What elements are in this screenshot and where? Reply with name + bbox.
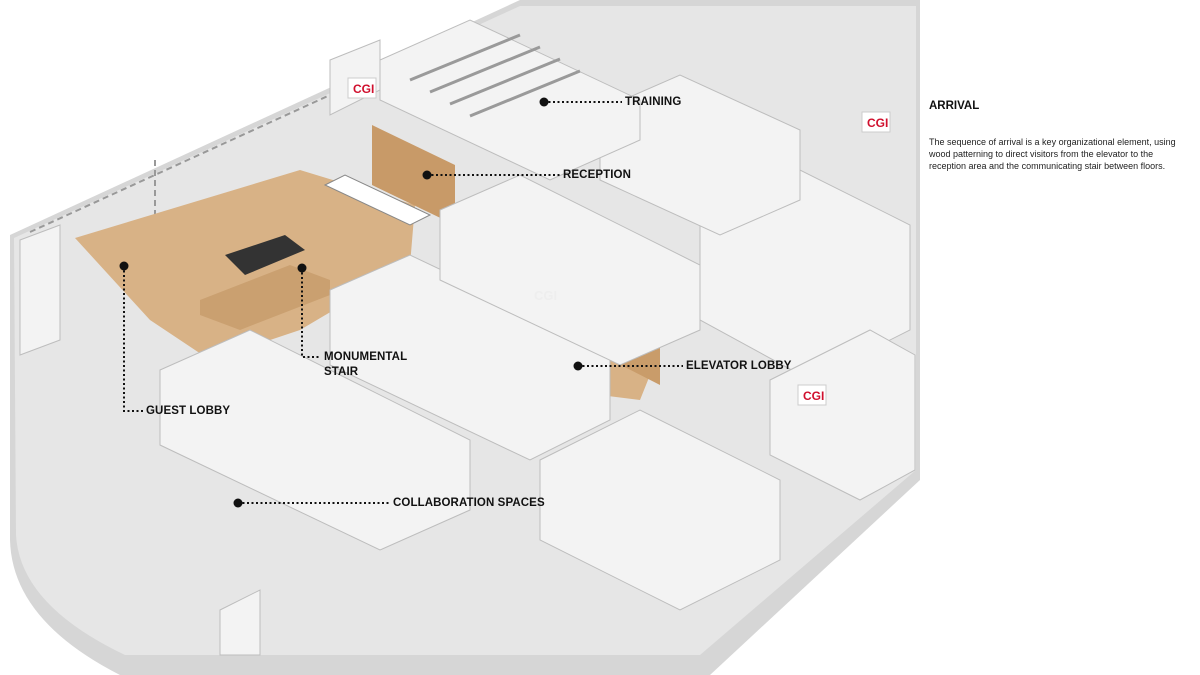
section-title: ARRIVAL xyxy=(929,100,980,112)
label-monumental-stair-line1: MONUMENTAL xyxy=(324,351,408,363)
svg-text:CGI: CGI xyxy=(353,82,374,96)
section-description: The sequence of arrival is a key organiz… xyxy=(929,137,1176,171)
svg-text:CGI: CGI xyxy=(803,389,824,403)
label-collaboration-spaces: COLLABORATION SPACES xyxy=(393,497,545,509)
reception-wood-wall xyxy=(372,125,455,225)
isometric-floor-plan: CGI CGI CGI CGI xyxy=(10,0,920,675)
leader-lines xyxy=(123,101,683,504)
cgi-wall-logo: CGI xyxy=(534,288,557,303)
cgi-sign: CGI xyxy=(797,384,827,406)
svg-text:CGI: CGI xyxy=(867,116,888,130)
cgi-sign: CGI xyxy=(347,77,377,99)
room-walls xyxy=(19,19,916,656)
monumental-stair xyxy=(200,265,330,330)
stair-rail xyxy=(225,235,305,275)
label-guest-lobby: GUEST LOBBY xyxy=(146,405,231,417)
description-panel: ARRIVAL The sequence of arrival is a key… xyxy=(929,100,1189,172)
training-desks xyxy=(409,33,581,118)
label-monumental-stair-line2: STAIR xyxy=(324,366,359,378)
label-monumental-stair: MONUMENTAL STAIR xyxy=(324,350,407,380)
label-reception: RECEPTION xyxy=(563,169,631,181)
reception-desk xyxy=(323,174,432,226)
cgi-sign: CGI xyxy=(861,111,891,133)
label-training: TRAINING xyxy=(625,96,682,108)
svg-text:CGI: CGI xyxy=(534,288,557,303)
label-elevator-lobby: ELEVATOR LOBBY xyxy=(686,360,792,372)
leader-dots xyxy=(119,97,583,508)
